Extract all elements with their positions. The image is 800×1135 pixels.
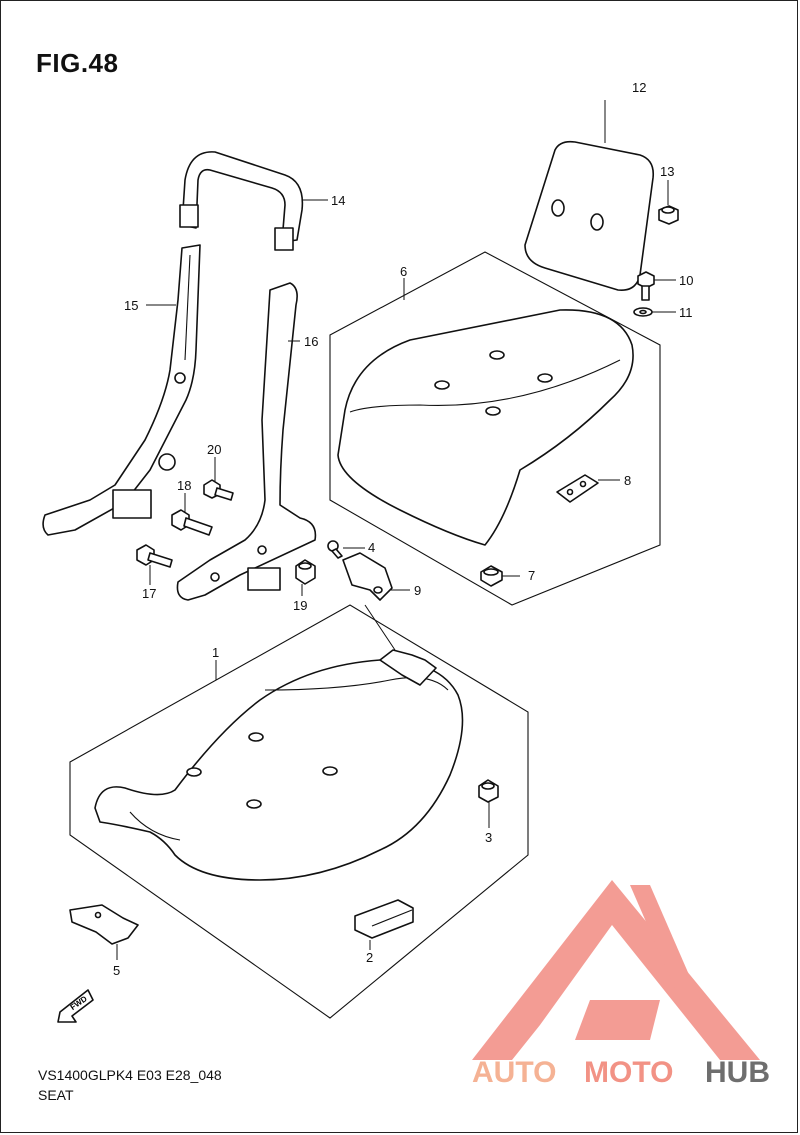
sissy-bar-left-15 <box>42 244 201 536</box>
callout-4: 4 <box>368 540 375 555</box>
callout-11: 11 <box>679 305 693 320</box>
callout-3: 3 <box>485 830 492 845</box>
callout-2: 2 <box>366 950 373 965</box>
hinge-2 <box>354 899 414 939</box>
bolt-10 <box>637 271 655 301</box>
watermark-logo-mark <box>472 880 760 1060</box>
watermark-text-auto: AUTO <box>472 1056 556 1089</box>
washer-11 <box>633 307 653 317</box>
callout-12: 12 <box>632 80 646 95</box>
nut-3 <box>478 779 499 803</box>
watermark-text-moto: MOTO <box>584 1056 673 1089</box>
main-seat-group-outline <box>69 604 529 1019</box>
bolt-18 <box>171 509 213 536</box>
grab-rail-14 <box>179 151 304 251</box>
callout-13: 13 <box>660 164 674 179</box>
callout-10: 10 <box>679 273 693 288</box>
bolt-4 <box>327 540 343 559</box>
nut-7 <box>480 565 503 587</box>
callout-18: 18 <box>177 478 191 493</box>
callout-16: 16 <box>304 334 318 349</box>
bracket-9 <box>342 552 393 601</box>
automotohub-watermark: AUTO MOTO HUB <box>472 880 770 1089</box>
forward-direction-icon: FWD <box>57 989 94 1023</box>
bolt-17 <box>136 544 173 568</box>
figure-name: SEAT <box>38 1087 74 1103</box>
bolt-20 <box>203 479 234 501</box>
callout-8: 8 <box>624 473 631 488</box>
callout-6: 6 <box>400 264 407 279</box>
rear-seat-group-outline <box>329 251 661 606</box>
bracket-5 <box>69 904 139 945</box>
callout-1: 1 <box>212 645 219 660</box>
figure-code: VS1400GLPK4 E03 E28_048 <box>38 1067 222 1083</box>
leader-lines <box>116 100 676 960</box>
figure-title: FIG.48 <box>36 48 119 78</box>
callout-labels: 1 2 3 4 5 6 7 8 9 10 11 12 13 14 15 16 1… <box>113 80 693 978</box>
sissy-bar-right-16 <box>176 282 317 601</box>
callout-14: 14 <box>331 193 345 208</box>
callout-19: 19 <box>293 598 307 613</box>
callout-7: 7 <box>528 568 535 583</box>
backrest-pad <box>524 140 655 292</box>
main-seat <box>94 649 464 881</box>
bracket-8 <box>556 474 599 503</box>
callout-15: 15 <box>124 298 138 313</box>
callout-17: 17 <box>142 586 156 601</box>
watermark-text-hub: HUB <box>705 1056 770 1089</box>
callout-9: 9 <box>414 583 421 598</box>
callout-20: 20 <box>207 442 221 457</box>
collar-19 <box>295 559 316 585</box>
callout-5: 5 <box>113 963 120 978</box>
rear-seat <box>337 309 634 546</box>
nut-13 <box>658 205 679 225</box>
